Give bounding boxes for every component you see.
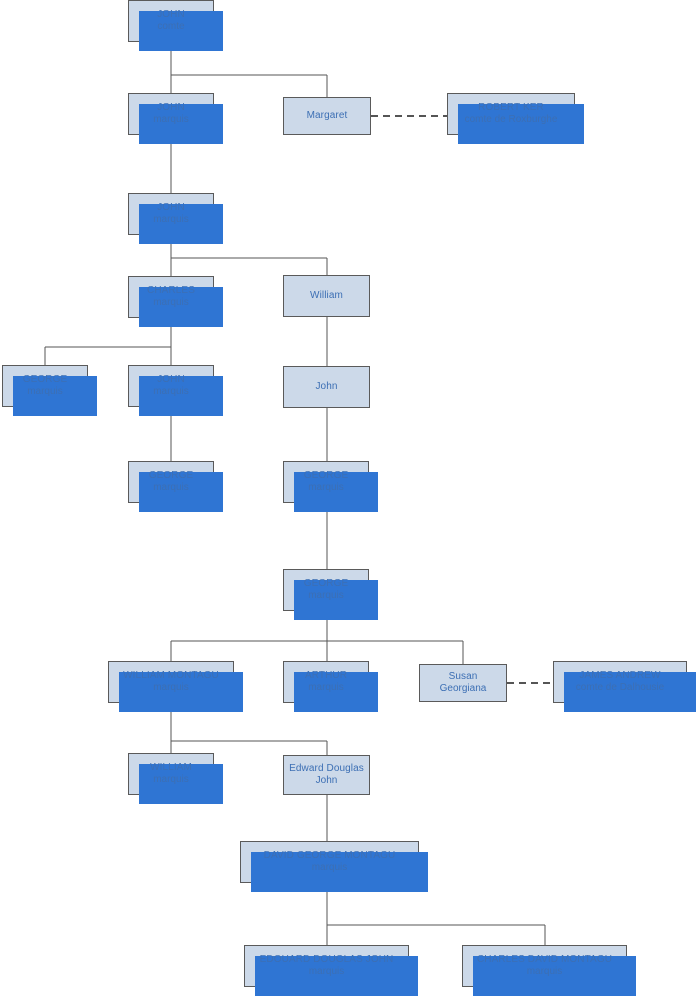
person-title: marquis [153, 297, 189, 308]
person-title: marquis [311, 862, 348, 873]
person-title: marquis [153, 114, 189, 125]
person-node-william[interactable]: William [283, 275, 370, 317]
person-title: Georgiana [439, 683, 487, 694]
person-name: JAMES ANDREW [579, 670, 661, 681]
person-title: marquis [27, 386, 63, 397]
person-name: CHARLES [147, 285, 195, 296]
person-name: GEORGE [22, 374, 68, 385]
person-name: Margaret [306, 110, 348, 121]
person-title: marquis [153, 774, 189, 785]
person-title: marquis [153, 482, 189, 493]
person-title: comte de Dalhousie [575, 682, 665, 693]
person-title: marquis [308, 682, 344, 693]
person-title: marquis [153, 682, 189, 693]
person-name: JOHN [157, 9, 185, 20]
person-name: ROBERT KER [478, 102, 544, 113]
person-name: GEORGE [148, 470, 194, 481]
person-node-john-lower[interactable]: John [283, 366, 370, 408]
person-title: comte de Roxburghe [464, 114, 558, 125]
person-title: marquis [308, 966, 345, 977]
person-title: marquis [153, 214, 189, 225]
person-title: marquis [526, 966, 563, 977]
person-name: Edward Douglas [289, 763, 364, 774]
person-name: John [315, 381, 338, 392]
person-name: GEORGE [303, 578, 349, 589]
person-node-margaret[interactable]: Margaret [283, 97, 371, 135]
person-title: marquis [308, 590, 344, 601]
person-name: JOHN [157, 374, 185, 385]
person-title: John [315, 775, 338, 786]
person-name: WILLIAM [150, 762, 192, 773]
person-name: WILLIAM MONTAGU [123, 670, 219, 681]
person-name: JOHN [157, 202, 185, 213]
person-name: EDOUARD DOUGLAS JOHN [259, 954, 394, 965]
person-name: JOHN [157, 102, 185, 113]
person-title: marquis [153, 386, 189, 397]
person-title: marquis [308, 482, 344, 493]
person-name: GEORGE [303, 470, 349, 481]
person-name: Susan [448, 671, 478, 682]
person-name: William [310, 290, 343, 301]
person-name: ARTHUR [304, 670, 348, 681]
person-name: DAVID GEORGE MONTAGU [263, 850, 396, 861]
person-title: comte [157, 21, 185, 32]
person-name: CHARLES DAVID MONTAGU [476, 954, 613, 965]
